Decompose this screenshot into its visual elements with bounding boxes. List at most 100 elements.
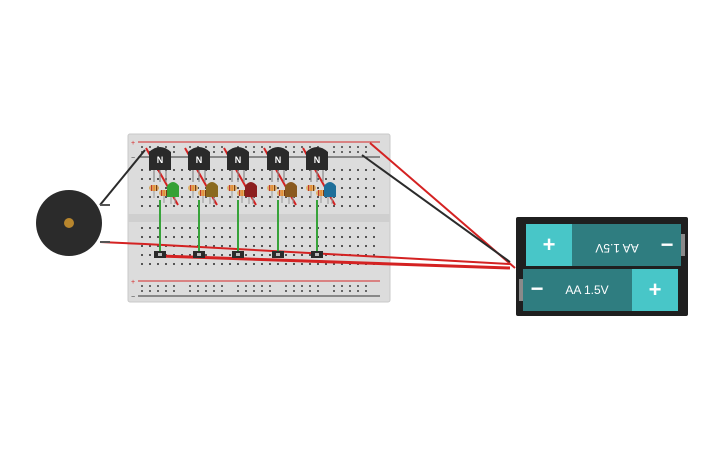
breadboard-hole[interactable]	[349, 285, 351, 287]
breadboard-hole[interactable]	[181, 263, 183, 265]
breadboard-hole[interactable]	[341, 146, 343, 148]
breadboard-hole[interactable]	[157, 285, 159, 287]
npn-transistor[interactable]	[227, 147, 249, 170]
breadboard-hole[interactable]	[293, 169, 295, 171]
breadboard-hole[interactable]	[221, 169, 223, 171]
breadboard-hole[interactable]	[357, 236, 359, 238]
breadboard-hole[interactable]	[341, 227, 343, 229]
breadboard-hole[interactable]	[197, 263, 199, 265]
breadboard-hole[interactable]	[309, 290, 311, 292]
breadboard-hole[interactable]	[349, 236, 351, 238]
transistor-stage-3[interactable]: N	[227, 147, 257, 258]
wires[interactable]	[99, 142, 516, 270]
breadboard-hole[interactable]	[341, 187, 343, 189]
breadboard-hole[interactable]	[181, 227, 183, 229]
breadboard-hole[interactable]	[373, 196, 375, 198]
breadboard-hole[interactable]	[293, 236, 295, 238]
bus-wire-red[interactable]	[159, 254, 511, 270]
breadboard-hole[interactable]	[349, 196, 351, 198]
breadboard-hole[interactable]	[157, 196, 159, 198]
breadboard-hole[interactable]	[373, 205, 375, 207]
breadboard-hole[interactable]	[301, 227, 303, 229]
breadboard-hole[interactable]	[141, 245, 143, 247]
breadboard-hole[interactable]	[149, 178, 151, 180]
breadboard-hole[interactable]	[269, 205, 271, 207]
breadboard-hole[interactable]	[173, 146, 175, 148]
breadboard-hole[interactable]	[165, 146, 167, 148]
breadboard-hole[interactable]	[349, 169, 351, 171]
breadboard-hole[interactable]	[261, 187, 263, 189]
breadboard-hole[interactable]	[333, 205, 335, 207]
breadboard-hole[interactable]	[325, 205, 327, 207]
breadboard-hole[interactable]	[365, 187, 367, 189]
breadboard-hole[interactable]	[365, 285, 367, 287]
breadboard-hole[interactable]	[189, 290, 191, 292]
breadboard-hole[interactable]	[189, 196, 191, 198]
breadboard-hole[interactable]	[317, 290, 319, 292]
breadboard-hole[interactable]	[365, 178, 367, 180]
breadboard-hole[interactable]	[365, 151, 367, 153]
breadboard-hole[interactable]	[229, 245, 231, 247]
transistor-stage-2[interactable]: N	[188, 147, 218, 258]
breadboard-hole[interactable]	[341, 290, 343, 292]
breadboard-hole[interactable]	[141, 227, 143, 229]
breadboard-hole[interactable]	[261, 227, 263, 229]
breadboard-hole[interactable]	[181, 205, 183, 207]
breadboard-hole[interactable]	[181, 236, 183, 238]
breadboard-hole[interactable]	[261, 254, 263, 256]
breadboard-hole[interactable]	[309, 263, 311, 265]
breadboard-hole[interactable]	[141, 169, 143, 171]
breadboard-hole[interactable]	[189, 205, 191, 207]
breadboard-hole[interactable]	[245, 263, 247, 265]
breadboard-hole[interactable]	[269, 263, 271, 265]
breadboard-hole[interactable]	[333, 146, 335, 148]
breadboard-hole[interactable]	[293, 263, 295, 265]
breadboard-hole[interactable]	[373, 236, 375, 238]
breadboard-hole[interactable]	[221, 227, 223, 229]
breadboard-hole[interactable]	[349, 146, 351, 148]
breadboard-hole[interactable]	[373, 187, 375, 189]
breadboard-hole[interactable]	[245, 178, 247, 180]
breadboard-hole[interactable]	[173, 285, 175, 287]
breadboard-hole[interactable]	[373, 227, 375, 229]
green-jumpers[interactable]	[159, 200, 318, 252]
breadboard-hole[interactable]	[349, 227, 351, 229]
breadboard-hole[interactable]	[221, 236, 223, 238]
breadboard-hole[interactable]	[309, 178, 311, 180]
breadboard-hole[interactable]	[301, 187, 303, 189]
breadboard-hole[interactable]	[157, 290, 159, 292]
breadboard-hole[interactable]	[205, 178, 207, 180]
breadboard-hole[interactable]	[349, 245, 351, 247]
breadboard-hole[interactable]	[293, 290, 295, 292]
breadboard-hole[interactable]	[213, 236, 215, 238]
breadboard-hole[interactable]	[285, 236, 287, 238]
breadboard-hole[interactable]	[237, 290, 239, 292]
breadboard-hole[interactable]	[237, 196, 239, 198]
breadboard-hole[interactable]	[205, 236, 207, 238]
breadboard-hole[interactable]	[285, 178, 287, 180]
breadboard-hole[interactable]	[141, 285, 143, 287]
breadboard-hole[interactable]	[293, 151, 295, 153]
breadboard-hole[interactable]	[317, 263, 319, 265]
breadboard-hole[interactable]	[165, 187, 167, 189]
breadboard-hole[interactable]	[309, 254, 311, 256]
breadboard-hole[interactable]	[245, 245, 247, 247]
breadboard-hole[interactable]	[365, 254, 367, 256]
breadboard-hole[interactable]	[141, 196, 143, 198]
breadboard-hole[interactable]	[157, 245, 159, 247]
transistor-stage-1[interactable]: N	[149, 147, 179, 258]
breadboard-hole[interactable]	[285, 205, 287, 207]
breadboard-hole[interactable]	[269, 227, 271, 229]
breadboard-hole[interactable]	[173, 151, 175, 153]
breadboard-hole[interactable]	[309, 146, 311, 148]
breadboard-hole[interactable]	[213, 245, 215, 247]
breadboard-hole[interactable]	[181, 178, 183, 180]
breadboard-hole[interactable]	[325, 178, 327, 180]
led-red[interactable]	[245, 182, 257, 197]
breadboard-hole[interactable]	[349, 151, 351, 153]
npn-transistor[interactable]	[149, 147, 171, 170]
breadboard-hole[interactable]	[357, 187, 359, 189]
breadboard-hole[interactable]	[157, 263, 159, 265]
breadboard-hole[interactable]	[349, 205, 351, 207]
breadboard-hole[interactable]	[197, 285, 199, 287]
